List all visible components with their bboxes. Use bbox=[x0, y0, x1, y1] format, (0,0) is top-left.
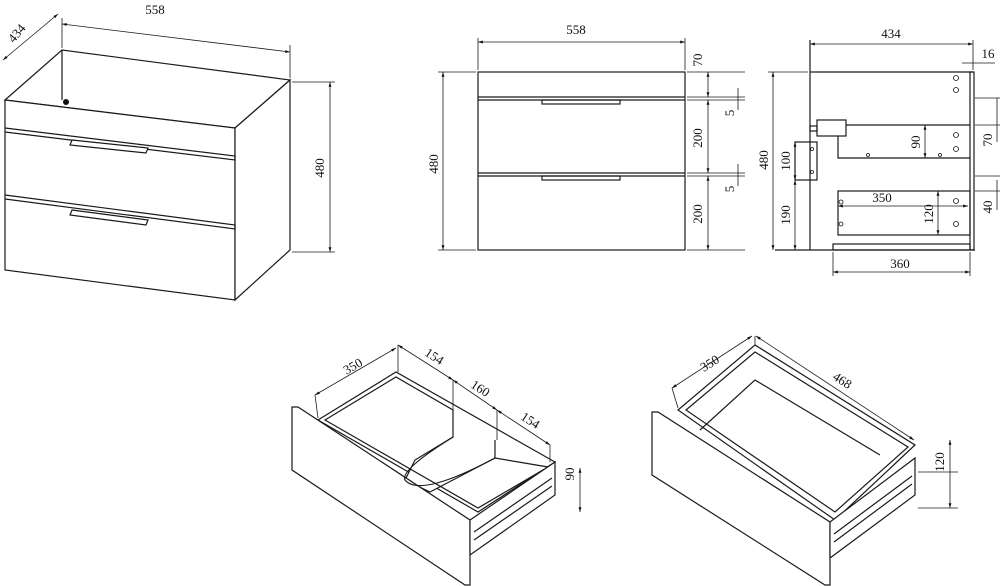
dim-drawer1-depth: 350 bbox=[341, 355, 365, 378]
drawer-full bbox=[651, 335, 958, 586]
dim-front-height: 480 bbox=[426, 154, 441, 174]
front-view bbox=[438, 38, 745, 251]
dim-front-gap-lower: 5 bbox=[722, 186, 737, 193]
dim-drawer2-length: 468 bbox=[830, 369, 855, 392]
dim-side-rail-lower-width: 350 bbox=[872, 190, 892, 205]
handle-upper bbox=[69, 139, 149, 154]
dim-front-drawer-upper: 200 bbox=[690, 128, 705, 148]
dim-side-rail-upper-offset: 70 bbox=[980, 134, 995, 147]
handle-lower bbox=[69, 209, 149, 226]
dim-drawer1-side-left: 154 bbox=[422, 345, 447, 368]
dim-drawer1-height: 90 bbox=[562, 468, 577, 481]
dim-side-rail-lower-height: 120 bbox=[921, 204, 936, 224]
dim-side-rail-lower-offset: 40 bbox=[980, 201, 995, 214]
dim-side-back-panel: 16 bbox=[982, 46, 996, 61]
side-view bbox=[768, 40, 1000, 276]
dim-iso-height: 480 bbox=[312, 158, 327, 178]
dim-front-top-gap: 70 bbox=[690, 54, 705, 67]
dim-drawer2-depth: 350 bbox=[697, 352, 721, 375]
dim-front-drawer-lower: 200 bbox=[690, 204, 705, 224]
drawer-with-cutout bbox=[291, 344, 582, 586]
dim-drawer1-side-right: 154 bbox=[518, 409, 543, 432]
dim-drawer1-cutout: 160 bbox=[468, 377, 493, 400]
isometric-cabinet bbox=[2, 13, 335, 302]
dim-side-hanger: 100 bbox=[778, 151, 793, 171]
dim-side-runner-length: 360 bbox=[890, 256, 910, 271]
dim-front-width: 558 bbox=[566, 22, 586, 37]
dim-front-gap-upper: 5 bbox=[722, 110, 737, 117]
dim-side-depth: 434 bbox=[881, 26, 901, 41]
dim-side-height: 480 bbox=[756, 150, 771, 170]
dim-side-hanger-offset: 190 bbox=[778, 205, 793, 225]
dim-iso-width: 558 bbox=[145, 2, 165, 17]
dim-drawer2-height: 120 bbox=[932, 452, 947, 472]
dim-side-rail-upper-height: 90 bbox=[908, 136, 923, 149]
